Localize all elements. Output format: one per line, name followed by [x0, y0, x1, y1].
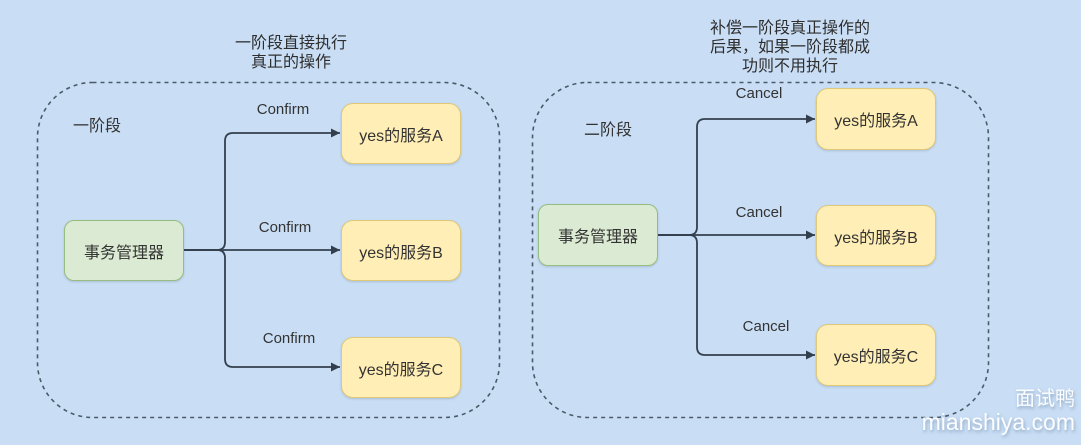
phase1-container — [36, 81, 501, 419]
phase2-title-line1: 补偿一阶段真正操作的 — [709, 20, 870, 37]
phase2-title-line3: 功则不用执行 — [741, 58, 838, 75]
phase1-service-c-node: yes的服务C — [341, 337, 461, 398]
phase1-service-b-node: yes的服务B — [341, 220, 461, 281]
phase2-edge-label-c: Cancel — [742, 318, 790, 335]
phase1-edges — [184, 128, 340, 372]
phase1-title-line2: 真正的操作 — [250, 54, 331, 71]
phase1-edge-label-c: Confirm — [262, 330, 316, 347]
phase2-service-a-node: yes的服务A — [816, 88, 936, 150]
phase2-label: 二阶段 — [584, 122, 633, 139]
watermark: 面试鸭 mianshiya.com — [922, 388, 1075, 435]
phase2-title: 补偿一阶段真正操作的 后果，如果一阶段都成 功则不用执行 — [670, 19, 910, 76]
phase2-container — [531, 81, 990, 419]
watermark-url: mianshiya.com — [921, 408, 1075, 435]
phase2-service-b-node: yes的服务B — [816, 205, 936, 266]
phase2-edge-to-service-c — [658, 234, 815, 360]
phase2-manager-node: 事务管理器 — [538, 204, 658, 266]
phase2-edges — [658, 114, 815, 360]
watermark-brand: 面试鸭 — [1015, 387, 1075, 410]
phase2-title-line2: 后果，如果一阶段都成 — [709, 39, 870, 56]
phase1-label: 一阶段 — [73, 118, 122, 135]
phase1-title: 一阶段直接执行 真正的操作 — [171, 34, 411, 72]
phase1-edge-to-service-c — [184, 249, 340, 372]
phase1-service-a-node: yes的服务A — [341, 103, 461, 164]
phase1-edge-label-b: Confirm — [258, 219, 312, 236]
phase1-edge-label-a: Confirm — [256, 101, 310, 118]
phase2-edge-label-b: Cancel — [735, 204, 783, 221]
phase1-manager-node: 事务管理器 — [64, 220, 184, 281]
phase2-edge-label-a: Cancel — [735, 85, 783, 102]
phase2-service-c-node: yes的服务C — [816, 324, 936, 386]
phase1-title-line1: 一阶段直接执行 — [234, 35, 347, 52]
